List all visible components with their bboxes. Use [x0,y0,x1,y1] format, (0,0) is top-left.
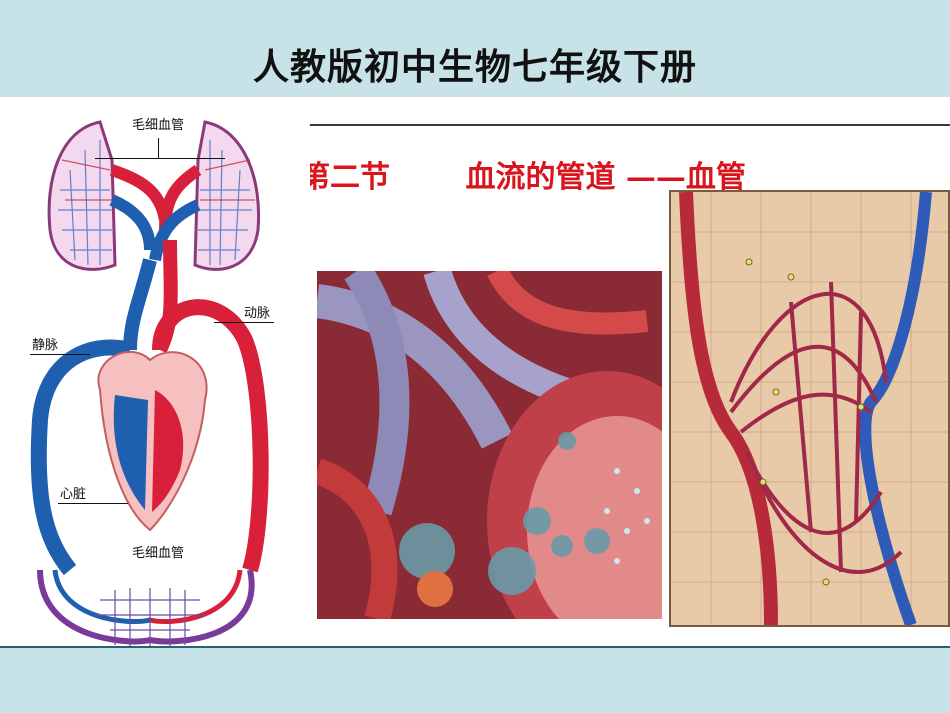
leader-capillary-top [95,158,225,159]
header-band [0,0,950,97]
leader-vein [30,354,90,355]
capillary-network-illustration [669,190,950,627]
label-capillary-top: 毛细血管 [132,118,185,133]
blood-vessel-illustration [317,271,662,619]
leader-heart [58,503,128,504]
circulation-diagram: 毛细血管 动脉 静脉 心脏 毛细血管 [0,100,310,713]
leader-artery [214,322,274,323]
leader-capillary-top-stem [158,138,159,158]
slide-title: 人教版初中生物七年级下册 [252,47,697,88]
label-artery: 动脉 [244,306,271,321]
divider-top [0,124,950,126]
label-capillary-bottom: 毛细血管 [132,546,185,561]
label-vein: 静脉 [32,338,59,353]
vessel-cross-section-image [317,271,662,619]
divider-bottom [0,646,950,648]
section-heading: 第二节 血流的管道 ——血管 [300,152,950,196]
section-title: 血流的管道 ——血管 [465,160,746,195]
label-heart: 心脏 [60,487,87,502]
capillary-bed-image [671,192,948,625]
footer-band [0,648,950,713]
section-number: 第二节 [300,160,390,195]
circulation-illustration [30,120,269,650]
